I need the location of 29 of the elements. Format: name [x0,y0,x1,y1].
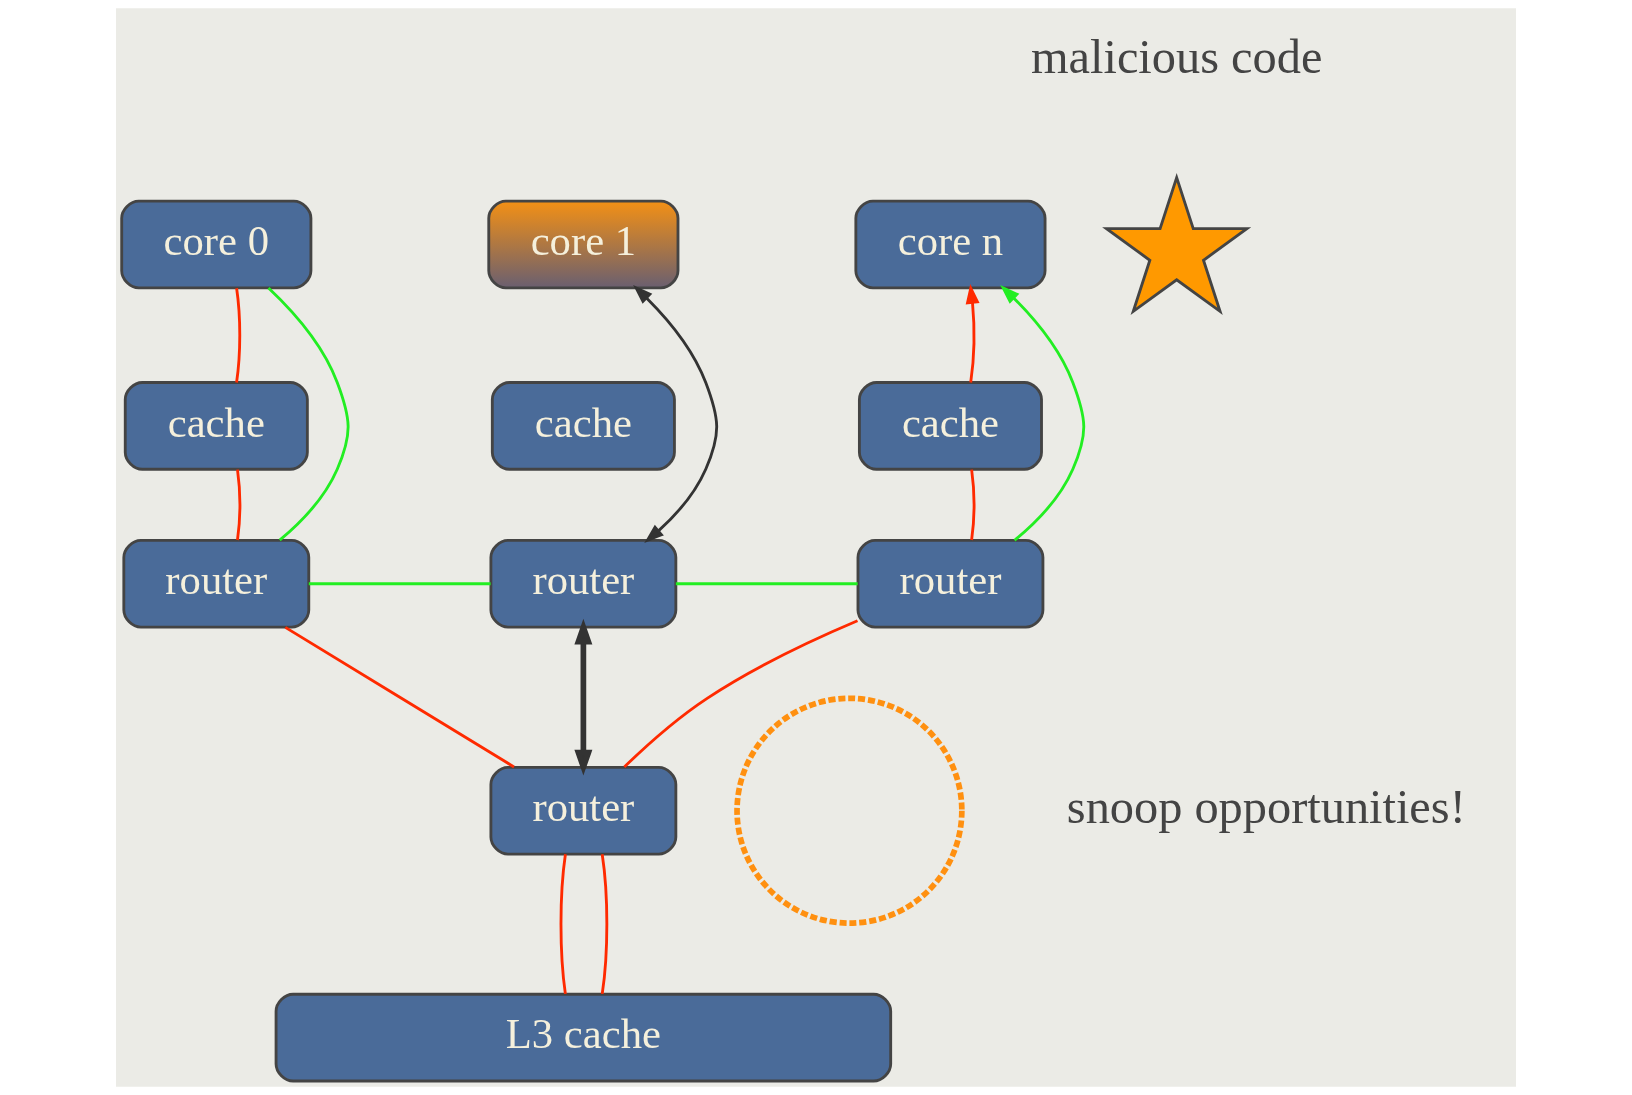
node-box: cache [490,381,676,471]
node-box: router [122,538,311,629]
connector [559,854,567,995]
node-box: router [489,538,678,629]
arrow [965,283,980,383]
connector [600,854,609,995]
connector [675,582,858,586]
node-circle [734,695,965,926]
connector [284,626,515,769]
label: snoop opportunities! [1066,780,1466,834]
node-box: core 0 [120,199,313,290]
arrow [1000,284,1086,542]
connector [236,469,242,541]
arrow [633,284,719,544]
arrow [574,618,593,776]
connector [235,288,242,383]
connector [267,287,350,542]
connector [970,469,976,541]
node-box: L3 cache [274,992,893,1083]
node-box: router [489,765,678,856]
node-box: core n [854,199,1047,290]
connector [308,582,491,586]
node-box: cache [857,381,1043,471]
node-box: cache [123,381,309,471]
label: malicious code [1030,29,1323,83]
connector [623,619,859,768]
node-star [1102,172,1252,316]
node-box: core 1 [487,199,680,290]
node-box: router [856,538,1045,629]
